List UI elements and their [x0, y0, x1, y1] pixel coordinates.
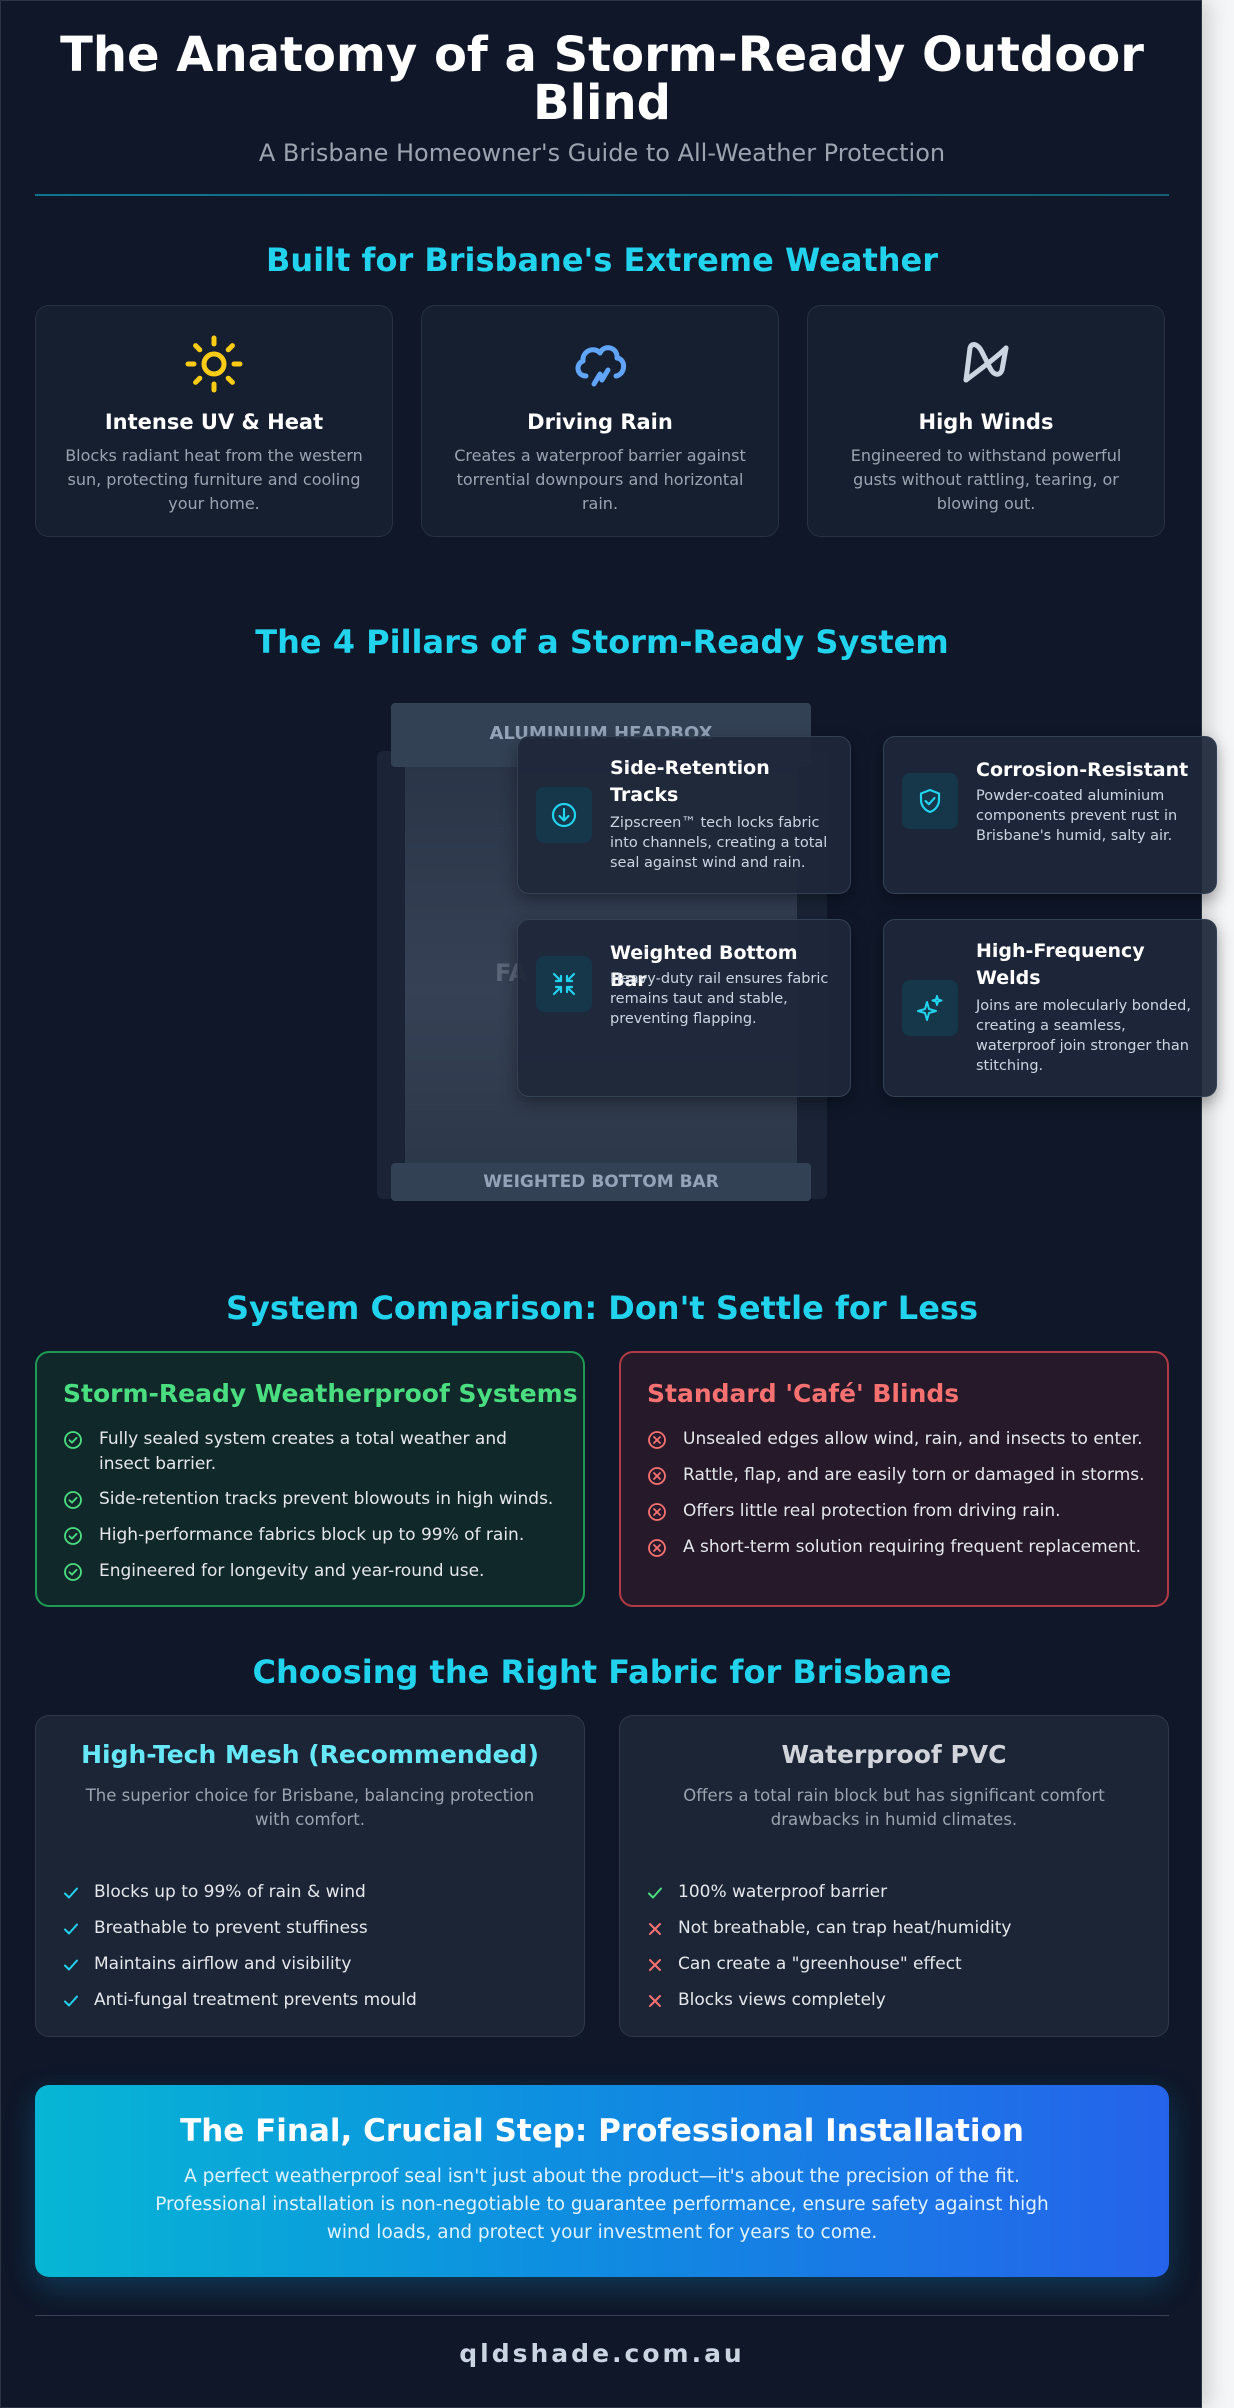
mesh-fabric-title: High-Tech Mesh (Recommended)	[81, 1740, 539, 1769]
x-icon	[649, 1995, 661, 2007]
installation-title: The Final, Crucial Step: Professional In…	[180, 2113, 1024, 2149]
cafe-blinds-card: Standard 'Café' Blinds Unsealed edges al…	[619, 1351, 1169, 1607]
storm-ready-title: Storm-Ready Weatherproof Systems	[63, 1379, 578, 1408]
wind-icon	[808, 334, 1164, 394]
installation-banner: The Final, Crucial Step: Professional In…	[35, 2085, 1169, 2277]
list-item-text: Fully sealed system creates a total weat…	[99, 1429, 507, 1474]
pillar-card-desc: Powder-coated aluminium components preve…	[976, 788, 1178, 844]
x-circle-icon	[648, 1467, 666, 1485]
header-divider	[35, 194, 1169, 196]
check-circle-icon	[64, 1563, 82, 1581]
list-item-text: A short-term solution requiring frequent…	[683, 1537, 1142, 1557]
fabric-section-title: Choosing the Right Fabric for Brisbane	[252, 1653, 952, 1691]
check-icon	[64, 1995, 78, 2007]
weather-card-desc: Creates a waterproof barrier against tor…	[454, 446, 746, 513]
comparison-section-title: System Comparison: Don't Settle for Less	[226, 1289, 978, 1327]
weather-card-uv: Intense UV & Heat Blocks radiant heat fr…	[35, 305, 393, 537]
check-circle-icon	[64, 1491, 82, 1509]
weather-card-desc: Blocks radiant heat from the western sun…	[65, 446, 363, 513]
rain-cloud-icon	[422, 334, 778, 394]
storm-ready-card: Storm-Ready Weatherproof Systems Fully s…	[35, 1351, 585, 1607]
x-icon	[649, 1959, 661, 1971]
sparkles-icon	[902, 980, 958, 1036]
pillar-card-bottom-bar: Weighted Bottom Bar Heavy-duty rail ensu…	[517, 919, 851, 1097]
compress-arrows-icon	[536, 956, 592, 1012]
list-item-text: Blocks views completely	[678, 1990, 886, 2010]
list-item-text: Maintains airflow and visibility	[94, 1954, 352, 1974]
pvc-fabric-desc: Offers a total rain block but has signif…	[683, 1786, 1105, 1829]
page-title-line-2: Blind	[532, 75, 672, 131]
pvc-fabric-card: Waterproof PVC Offers a total rain block…	[619, 1715, 1169, 2037]
check-icon	[648, 1887, 662, 1899]
check-icon	[64, 1959, 78, 1971]
pillar-card-desc: Heavy-duty rail ensures fabric remains t…	[610, 971, 829, 1027]
x-icon	[649, 1923, 661, 1935]
list-item-text: Engineered for longevity and year-round …	[99, 1561, 485, 1581]
weather-section-title: Built for Brisbane's Extreme Weather	[265, 241, 938, 279]
page-title-line-1: The Anatomy of a Storm-Ready Outdoor	[60, 27, 1144, 83]
check-circle-icon	[64, 1431, 82, 1449]
list-item-text: Offers little real protection from drivi…	[683, 1501, 1061, 1521]
installation-desc: A perfect weatherproof seal isn't just a…	[155, 2166, 1049, 2243]
check-icon	[64, 1887, 78, 1899]
shield-check-icon	[902, 773, 958, 829]
weather-card-title: Driving Rain	[527, 410, 673, 434]
pillar-card-title: Side-Retention Tracks	[610, 757, 770, 806]
weather-card-wind: High Winds Engineered to withstand power…	[807, 305, 1165, 537]
check-circle-icon	[64, 1527, 82, 1545]
list-item-text: Not breathable, can trap heat/humidity	[678, 1918, 1012, 1938]
weather-card-title: High Winds	[918, 410, 1054, 434]
list-item-text: Rattle, flap, and are easily torn or dam…	[683, 1465, 1145, 1485]
pillar-card-welds: High-Frequency Welds Joins are molecular…	[883, 919, 1217, 1097]
list-item-text: Anti-fungal treatment prevents mould	[94, 1990, 417, 2010]
pillar-card-title: Weighted Bottom Bar	[610, 942, 798, 991]
footer-site-link[interactable]: qldshade.com.au	[459, 2339, 745, 2368]
bottom-bar-label: WEIGHTED BOTTOM BAR	[391, 1163, 811, 1201]
x-circle-icon	[648, 1539, 666, 1557]
check-icon	[64, 1923, 78, 1935]
pillar-card-desc: Zipscreen™ tech locks fabric into channe…	[610, 815, 828, 871]
pillar-card-title: High-Frequency Welds	[976, 940, 1145, 989]
list-item-text: Breathable to prevent stuffiness	[94, 1918, 368, 1938]
weather-card-rain: Driving Rain Creates a waterproof barrie…	[421, 305, 779, 537]
cafe-blinds-title: Standard 'Café' Blinds	[647, 1379, 960, 1408]
list-item-text: Can create a "greenhouse" effect	[678, 1954, 962, 1974]
pillars-section-title: The 4 Pillars of a Storm-Ready System	[255, 623, 949, 661]
pillar-card-desc: Joins are molecularly bonded, creating a…	[976, 998, 1191, 1074]
page-title: The Anatomy of a Storm-Ready Outdoor Bli…	[35, 31, 1169, 127]
list-item-text: Blocks up to 99% of rain & wind	[94, 1882, 366, 1902]
x-circle-icon	[648, 1431, 666, 1449]
list-item-text: 100% waterproof barrier	[678, 1882, 888, 1902]
pillar-card-corrosion: Corrosion-Resistant Powder-coated alumin…	[883, 736, 1217, 894]
arrow-down-circle-icon	[536, 787, 592, 843]
weather-card-desc: Engineered to withstand powerful gusts w…	[850, 446, 1122, 513]
x-circle-icon	[648, 1503, 666, 1521]
list-item-text: Side-retention tracks prevent blowouts i…	[99, 1489, 554, 1509]
page-subtitle: A Brisbane Homeowner's Guide to All-Weat…	[258, 139, 946, 167]
pillar-card-tracks: Side-Retention Tracks Zipscreen™ tech lo…	[517, 736, 851, 894]
weather-card-title: Intense UV & Heat	[104, 410, 324, 434]
mesh-fabric-desc: The superior choice for Brisbane, balanc…	[85, 1786, 535, 1829]
pvc-fabric-title: Waterproof PVC	[781, 1740, 1007, 1769]
sun-icon	[36, 334, 392, 394]
footer-divider	[35, 2315, 1169, 2316]
mesh-fabric-card: High-Tech Mesh (Recommended) The superio…	[35, 1715, 585, 2037]
pillar-card-title: Corrosion-Resistant	[976, 759, 1189, 781]
list-item-text: Unsealed edges allow wind, rain, and ins…	[683, 1429, 1143, 1449]
list-item-text: High-performance fabrics block up to 99%…	[99, 1525, 525, 1545]
